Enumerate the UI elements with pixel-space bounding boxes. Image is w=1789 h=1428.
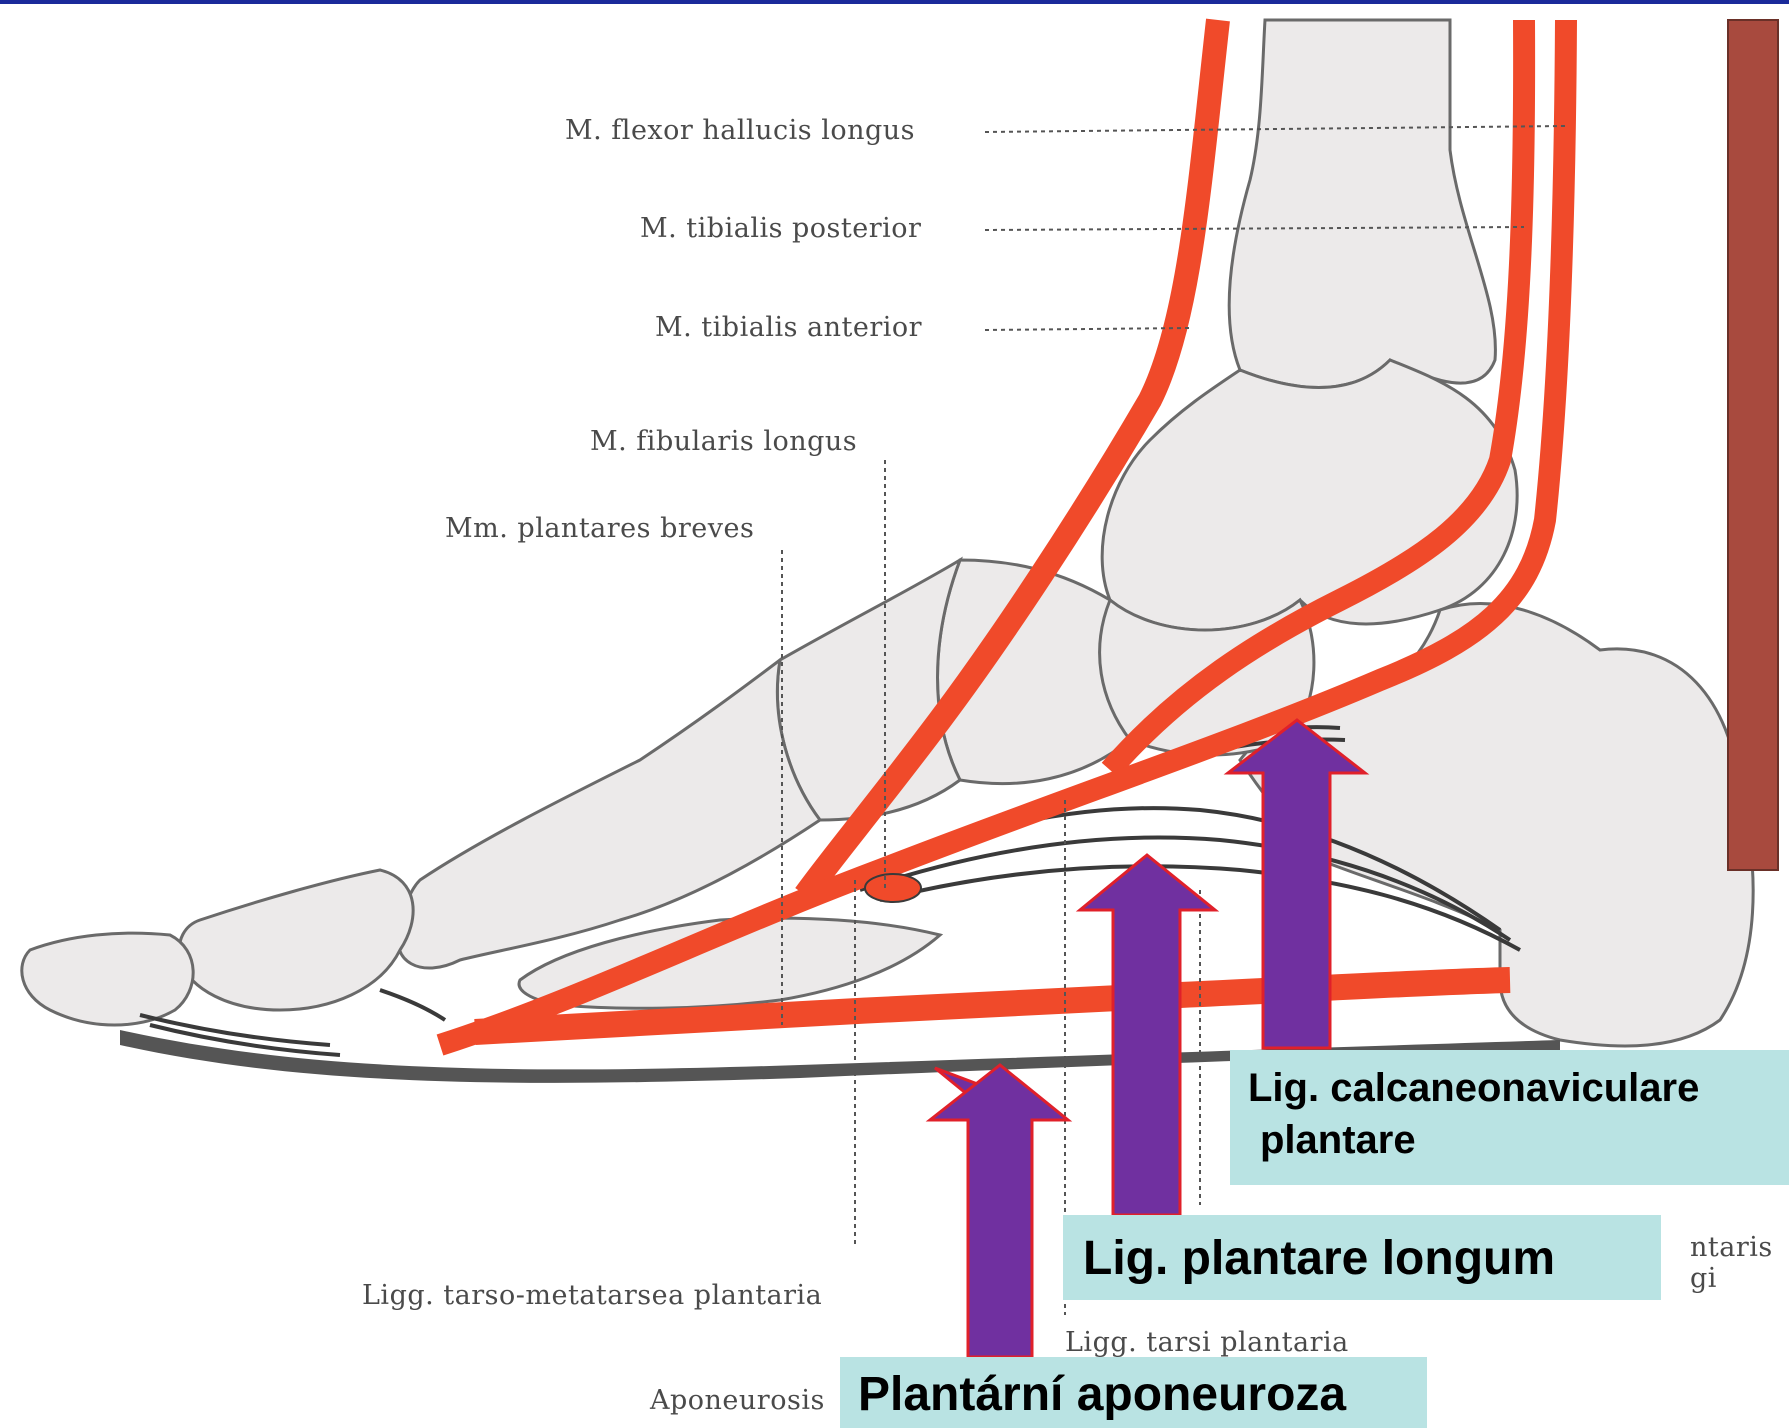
leader-tibialis-anterior — [985, 328, 1190, 330]
callout-plantare-longum: Lig. plantare longum — [1063, 1215, 1661, 1300]
tibia-bone — [1229, 20, 1495, 388]
callout-calcaneonaviculare-line2: plantare — [1260, 1118, 1416, 1163]
callout-plantarni-aponeuroza: Plantární aponeuroza — [840, 1357, 1427, 1428]
intermediate-bone — [777, 560, 960, 820]
callout-calcaneonaviculare-line1: Lig. calcaneonaviculare — [1248, 1066, 1699, 1111]
label-fibularis-longus: M. fibularis longus — [590, 426, 857, 457]
proximal-phalanx-bone — [179, 870, 413, 1010]
label-partial-right-1: ntaris — [1690, 1232, 1773, 1263]
callout-plantare-longum-text: Lig. plantare longum — [1083, 1231, 1555, 1286]
label-tibialis-posterior: M. tibialis posterior — [640, 213, 921, 244]
callout-plantarni-aponeuroza-text: Plantární aponeuroza — [858, 1367, 1346, 1422]
label-flexor-hallucis-longus: M. flexor hallucis longus — [565, 115, 915, 146]
label-tarsi-plantaria: Ligg. tarsi plantaria — [1065, 1327, 1349, 1358]
label-aponeurosis: Aponeurosis — [650, 1385, 825, 1416]
label-plantares-breves: Mm. plantares breves — [445, 513, 754, 544]
achilles-tendon — [1728, 20, 1778, 870]
callout-calcaneonaviculare: Lig. calcaneonaviculare plantare — [1230, 1050, 1789, 1185]
talus-bone — [1102, 360, 1517, 630]
label-partial-right-2: gi — [1690, 1263, 1717, 1294]
fibularis-longus-section — [865, 874, 921, 902]
label-tibialis-anterior: M. tibialis anterior — [655, 312, 922, 343]
phalanx-fibers — [380, 990, 445, 1020]
distal-phalanx-bone — [22, 933, 193, 1025]
label-tarso-metatarsea: Ligg. tarso-metatarsea plantaria — [362, 1280, 822, 1311]
arrow-plantar-aponeurosis — [930, 1065, 1068, 1357]
arrow-plantare-longum — [1080, 855, 1215, 1215]
